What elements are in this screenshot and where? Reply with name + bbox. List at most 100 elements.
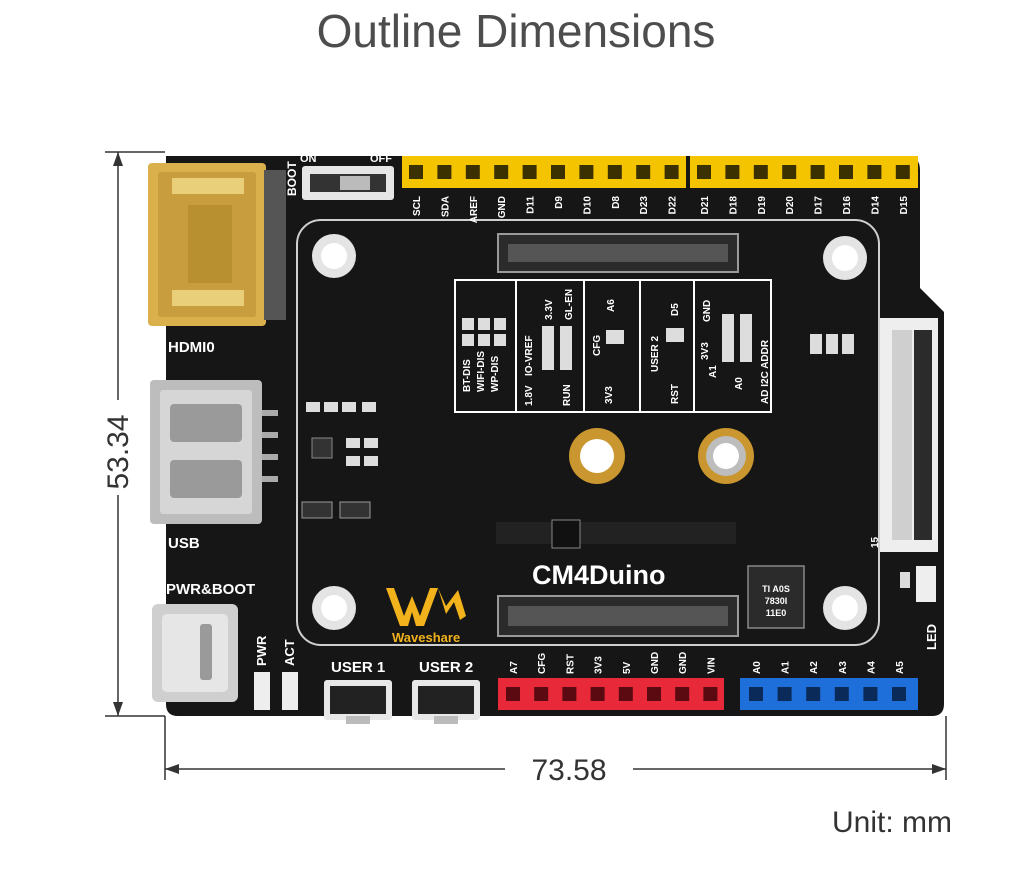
header-pin <box>834 687 849 701</box>
header-pin <box>725 165 740 179</box>
jumper-label: GND <box>702 300 713 322</box>
header-pin-label: SDA <box>440 196 451 217</box>
smd-components <box>301 334 854 549</box>
header-pin <box>664 165 679 179</box>
header-pin <box>806 687 821 701</box>
user1-label: USER 1 <box>331 659 385 676</box>
mounting-holes <box>312 234 867 630</box>
usb-c-port <box>152 604 238 702</box>
jumper-label: USER 2 <box>650 335 661 372</box>
jumper-label: WP-DIS <box>490 356 501 392</box>
jumper-label: GL-EN <box>564 289 575 320</box>
brand-name: Waveshare <box>392 630 460 645</box>
header-pin-label: D17 <box>814 196 825 215</box>
header-pin <box>437 165 452 179</box>
page-title: Outline Dimensions <box>316 5 716 57</box>
board-name: CM4Duino <box>532 560 665 590</box>
user-buttons <box>324 680 480 724</box>
header-pin-label: A2 <box>809 661 820 674</box>
header-pin-label: GND <box>497 196 508 218</box>
header-pin <box>579 165 594 179</box>
jumper-label: 3V3 <box>700 342 711 360</box>
cm4-connector-top <box>497 233 739 273</box>
header-pin-label: A7 <box>509 661 520 674</box>
header-pin-label: D14 <box>870 196 881 215</box>
jumper-label: BT-DIS <box>462 359 473 392</box>
header-pin <box>777 687 792 701</box>
jumper-label: IO-VREF <box>524 335 535 376</box>
top-header-right-labels: D21 D18 D19 D20 D17 D16 D14 D15 <box>700 196 910 215</box>
header-pin-label: D16 <box>842 196 853 215</box>
header-pin-label: 3V3 <box>594 656 605 674</box>
header-pin-label: VIN <box>706 657 717 674</box>
bottom-header-power <box>498 678 724 710</box>
boot-off-label: OFF <box>370 153 392 165</box>
header-pin <box>465 165 480 179</box>
header-pin-label: D21 <box>700 196 711 215</box>
jumper-label: A1 <box>708 365 719 378</box>
usb-port <box>150 380 278 524</box>
bottom-header-analog-pins <box>749 687 906 701</box>
header-pin-label: CFG <box>537 653 548 674</box>
header-pin-label: AREF <box>469 196 480 223</box>
fpc-connector <box>880 318 938 552</box>
pwr-led-label: PWR <box>254 635 269 666</box>
jumper-label: CFG <box>592 335 603 356</box>
jumper-label: AD I2C ADDR <box>760 339 771 404</box>
header-pin-label: D19 <box>757 196 768 215</box>
header-pin <box>409 165 423 179</box>
header-pin <box>892 687 906 701</box>
width-value: 73.58 <box>531 754 606 787</box>
header-pin <box>810 165 825 179</box>
header-pin-label: D22 <box>668 196 679 215</box>
jumper-label: A0 <box>734 377 745 390</box>
cm4-connector-bottom <box>497 595 739 637</box>
header-pin-label: RST <box>565 654 576 674</box>
header-pin <box>867 165 882 179</box>
jumper-label: 3V3 <box>604 386 615 404</box>
jumper-label: 3.3V <box>544 299 555 320</box>
pwr-boot-label: PWR&BOOT <box>166 581 255 598</box>
hdmi-label: HDMI0 <box>168 339 215 356</box>
led-indicator <box>900 566 936 602</box>
fpc-pin-number: 15 <box>870 536 881 548</box>
usb-label: USB <box>168 535 200 552</box>
jumper-label: D5 <box>670 303 681 316</box>
header-pin <box>636 165 651 179</box>
jumper-label: RUN <box>562 384 573 406</box>
header-pin <box>647 687 661 701</box>
led-label: LED <box>924 624 939 650</box>
header-pin <box>607 165 622 179</box>
header-pin <box>675 687 690 701</box>
header-pin-label: A4 <box>866 661 877 674</box>
unit-label: Unit: mm <box>832 806 952 839</box>
height-dimension: 53.34 <box>102 151 165 717</box>
header-pin <box>895 165 910 179</box>
jumper-label: RST <box>670 384 681 404</box>
header-pin-label: A0 <box>752 661 763 674</box>
top-header-right-pins <box>697 165 910 179</box>
header-pin <box>618 687 633 701</box>
boot-on-label: ON <box>300 153 317 165</box>
top-header-left-pins <box>409 165 679 179</box>
header-pin-label: D11 <box>526 196 537 214</box>
header-pin-label: GND <box>650 652 661 674</box>
header-pin <box>506 687 520 701</box>
header-pin <box>590 687 605 701</box>
header-pin <box>522 165 537 179</box>
header-pin <box>494 165 509 179</box>
top-header-right <box>690 156 918 188</box>
header-pin-label: D9 <box>554 196 565 209</box>
header-pin <box>863 687 878 701</box>
header-pin-label: D15 <box>899 196 910 215</box>
header-pin-label: 5V <box>622 661 633 674</box>
header-pin-label: A3 <box>838 661 849 674</box>
header-pin <box>839 165 853 179</box>
header-pin-label: SCL <box>412 196 423 216</box>
header-pin-label: D20 <box>785 196 796 215</box>
header-pin-label: D18 <box>728 196 739 215</box>
